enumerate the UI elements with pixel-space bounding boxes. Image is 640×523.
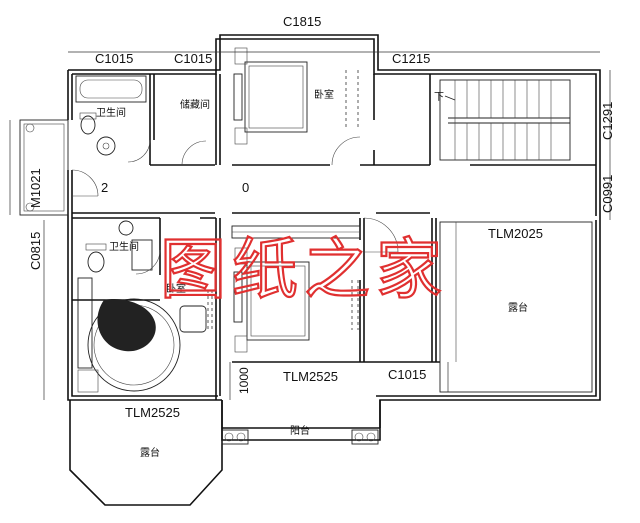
storage-room (181, 140, 207, 166)
bathroom-mid-fixtures (85, 220, 161, 275)
corridor-number-2: 2 (101, 180, 108, 195)
stair-down-label: 下 (434, 92, 444, 103)
window-c1015-c: C1015 (388, 367, 426, 382)
door-tlm2525-a: TLM2525 (283, 369, 338, 384)
window-c1815: C1815 (283, 14, 321, 29)
staircase (439, 79, 571, 161)
door-m1021: M1021 (28, 168, 43, 208)
window-c1015-b: C1015 (174, 51, 212, 66)
terrace-right (439, 221, 593, 393)
room-bathroom-top: 卫生间 (96, 106, 126, 119)
dimension-1000: 1000 (237, 367, 251, 394)
window-c1215: C1215 (392, 51, 430, 66)
window-c0815: C0815 (28, 232, 43, 270)
bedroom-top-furniture (233, 47, 361, 166)
window-c1291: C1291 (600, 102, 615, 140)
room-bathroom-mid: 卫生间 (109, 240, 139, 253)
balcony-planters (221, 429, 379, 445)
door-tlm2525-b: TLM2525 (125, 405, 180, 420)
room-bedroom-top: 卧室 (314, 88, 334, 101)
corridor-number-0: 0 (242, 180, 249, 195)
dimension-lines (43, 51, 611, 400)
walls (67, 34, 601, 506)
bedroom-left-furniture (77, 277, 213, 393)
window-c1015-a: C1015 (95, 51, 133, 66)
entry-door (71, 169, 99, 197)
terrace-right-label: 露台 (508, 301, 528, 314)
watermark-text: 图纸之家 (160, 231, 448, 308)
labels: C1815 C1015 C1015 C1215 C1291 C0991 M102… (28, 14, 615, 459)
window-c0991: C0991 (600, 175, 615, 213)
side-balcony (9, 119, 69, 216)
bathroom-top-fixtures (75, 75, 151, 163)
door-tlm2025: TLM2025 (488, 226, 543, 241)
terrace-left-label: 露台 (140, 446, 160, 459)
room-bedroom-left: 卧室 (166, 282, 186, 295)
bedroom-mid-furniture (231, 217, 399, 353)
room-storage: 储藏间 (180, 98, 210, 111)
balcony-label: 阳台 (290, 424, 310, 437)
